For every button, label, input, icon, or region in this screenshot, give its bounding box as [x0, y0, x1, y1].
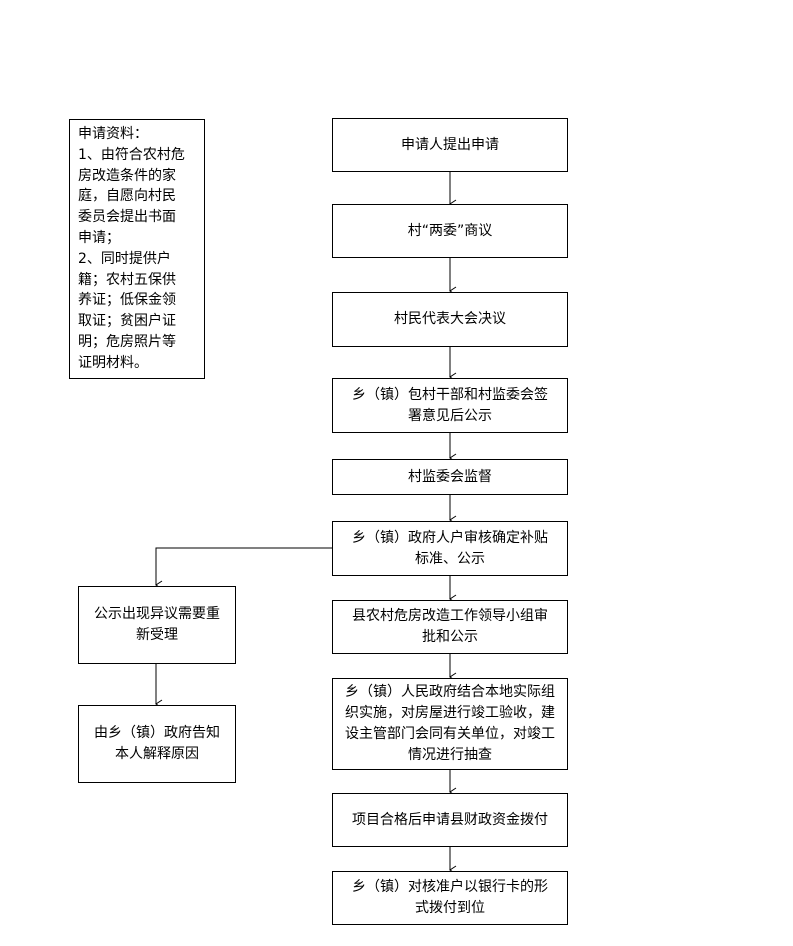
step-county-approval: 县农村危房改造工作领导小组审批和公示	[332, 600, 568, 654]
note-line: 庭，自愿向村民	[78, 188, 176, 205]
note-line: 房改造条件的家	[78, 167, 176, 184]
step-payment: 乡（镇）对核准户以银行卡的形式拨付到位	[332, 871, 568, 925]
application-materials-note: 申请资料： 1、由符合农村危 房改造条件的家 庭，自愿向村民 委员会提出书面 申…	[69, 119, 205, 379]
step-villager-representatives: 村民代表大会决议	[332, 292, 568, 347]
step-supervision: 村监委会监督	[332, 459, 568, 495]
note-line: 养证；低保金领	[78, 292, 176, 309]
note-line: 取证；贫困户证	[78, 313, 176, 330]
step-township-review: 乡（镇）政府人户审核确定补贴标准、公示	[332, 521, 568, 576]
note-line: 明；危房照片等	[78, 333, 176, 350]
note-line: 籍；农村五保供	[78, 271, 176, 288]
step-apply-funds: 项目合格后申请县财政资金拨付	[332, 793, 568, 847]
step-implementation: 乡（镇）人民政府结合本地实际组织实施，对房屋进行竣工验收，建设主管部门会同有关单…	[332, 678, 568, 770]
note-line: 申请资料：	[78, 126, 148, 142]
note-line: 1、由符合农村危	[78, 146, 185, 163]
note-line: 委员会提出书面	[78, 209, 176, 226]
branch-objection: 公示出现异议需要重新受理	[78, 586, 236, 664]
note-line: 申请；	[78, 229, 120, 246]
step-two-committees: 村“两委”商议	[332, 204, 568, 258]
step-sign-and-publicize: 乡（镇）包村干部和村监委会签署意见后公示	[332, 378, 568, 433]
step-apply: 申请人提出申请	[332, 118, 568, 172]
branch-explain-reason: 由乡（镇）政府告知本人解释原因	[78, 705, 236, 783]
note-line: 2、同时提供户	[78, 250, 171, 267]
arrow-branch	[155, 547, 332, 590]
note-line: 证明材料。	[78, 354, 148, 371]
